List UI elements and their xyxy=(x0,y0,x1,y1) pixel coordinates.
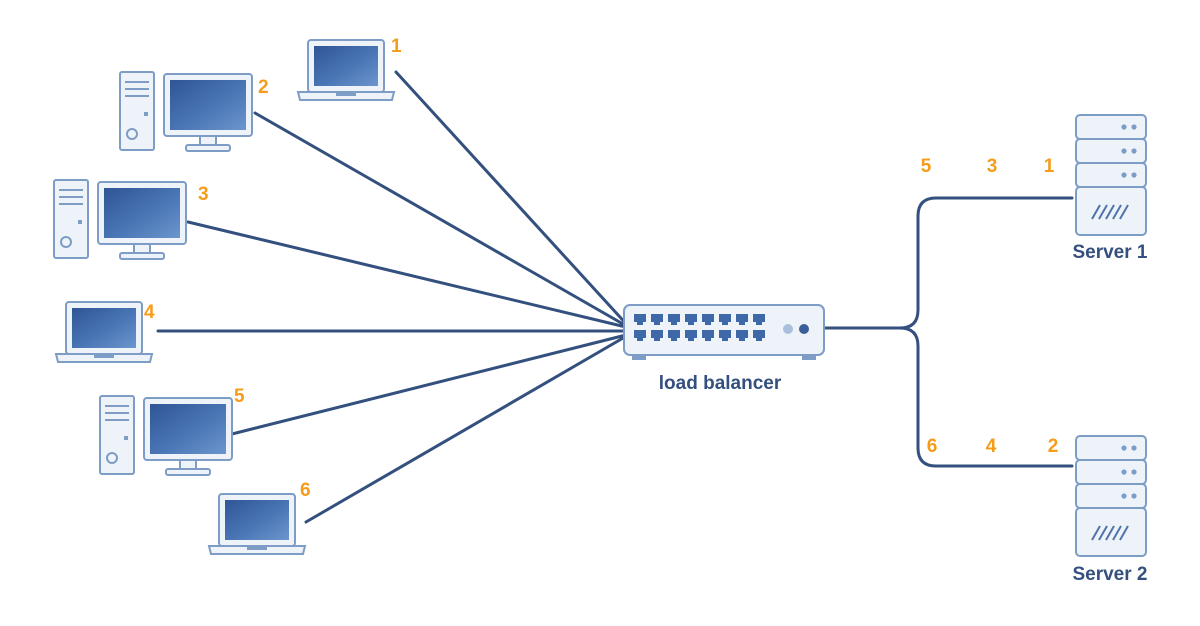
switch-port-icon xyxy=(753,330,765,341)
network-switch-icon xyxy=(623,304,825,360)
link-client-2 xyxy=(253,111,632,330)
switch-port-icon xyxy=(668,330,680,341)
client-number: 4 xyxy=(144,302,155,323)
server-icon xyxy=(1075,435,1147,557)
link-client-1 xyxy=(394,70,632,330)
request-number: 2 xyxy=(1048,436,1059,457)
laptop-icon xyxy=(208,493,306,555)
client-number: 3 xyxy=(198,184,209,205)
load-balancer-label: load balancer xyxy=(659,373,782,394)
switch-port-icon xyxy=(651,330,663,341)
desktop-computer-icon xyxy=(119,71,253,152)
switch-port-icon xyxy=(634,330,646,341)
switch-port-icon xyxy=(668,314,680,325)
link-server-2 xyxy=(898,326,1074,468)
switch-port-icon xyxy=(634,314,646,325)
server-1-requests: 5 3 1 xyxy=(921,156,1055,177)
switch-port-icon xyxy=(651,314,663,325)
switch-port-icon xyxy=(736,330,748,341)
request-number: 1 xyxy=(1044,156,1055,177)
client-device-3 xyxy=(53,179,187,260)
laptop-icon xyxy=(297,39,395,101)
request-number: 4 xyxy=(986,436,997,457)
link-client-5 xyxy=(230,332,632,436)
link-server-1 xyxy=(823,196,1074,330)
client-device-4 xyxy=(55,301,153,363)
client-device-6 xyxy=(208,493,306,555)
switch-port-icon xyxy=(736,314,748,325)
server-2-requests: 6 4 2 xyxy=(927,436,1059,457)
request-number: 5 xyxy=(921,156,932,177)
server-icon xyxy=(1075,114,1147,236)
client-number: 2 xyxy=(258,77,269,98)
client-device-5 xyxy=(99,395,233,476)
link-client-6 xyxy=(304,332,632,524)
switch-port-icon xyxy=(719,314,731,325)
switch-port-icon xyxy=(685,330,697,341)
server-links xyxy=(823,196,1074,468)
request-number: 6 xyxy=(927,436,938,457)
server-label: Server 2 xyxy=(1072,564,1147,585)
laptop-icon xyxy=(55,301,153,363)
switch-port-icon xyxy=(753,314,765,325)
server-2: Server 2 xyxy=(1072,435,1148,585)
client-number: 5 xyxy=(234,386,245,407)
desktop-computer-icon xyxy=(53,179,187,260)
client-number: 6 xyxy=(300,480,311,501)
server-label: Server 1 xyxy=(1072,242,1147,263)
request-number: 3 xyxy=(987,156,998,177)
desktop-computer-icon xyxy=(99,395,233,476)
load-balancer: load balancer xyxy=(623,304,825,394)
client-number: 1 xyxy=(391,36,402,57)
switch-port-icon xyxy=(702,330,714,341)
switch-port-icon xyxy=(685,314,697,325)
switch-port-icon xyxy=(702,314,714,325)
switch-port-icon xyxy=(719,330,731,341)
server-1: Server 1 xyxy=(1072,114,1148,263)
client-links xyxy=(156,70,632,524)
client-device-1 xyxy=(297,39,395,101)
link-client-3 xyxy=(186,220,632,330)
client-device-2 xyxy=(119,71,253,152)
